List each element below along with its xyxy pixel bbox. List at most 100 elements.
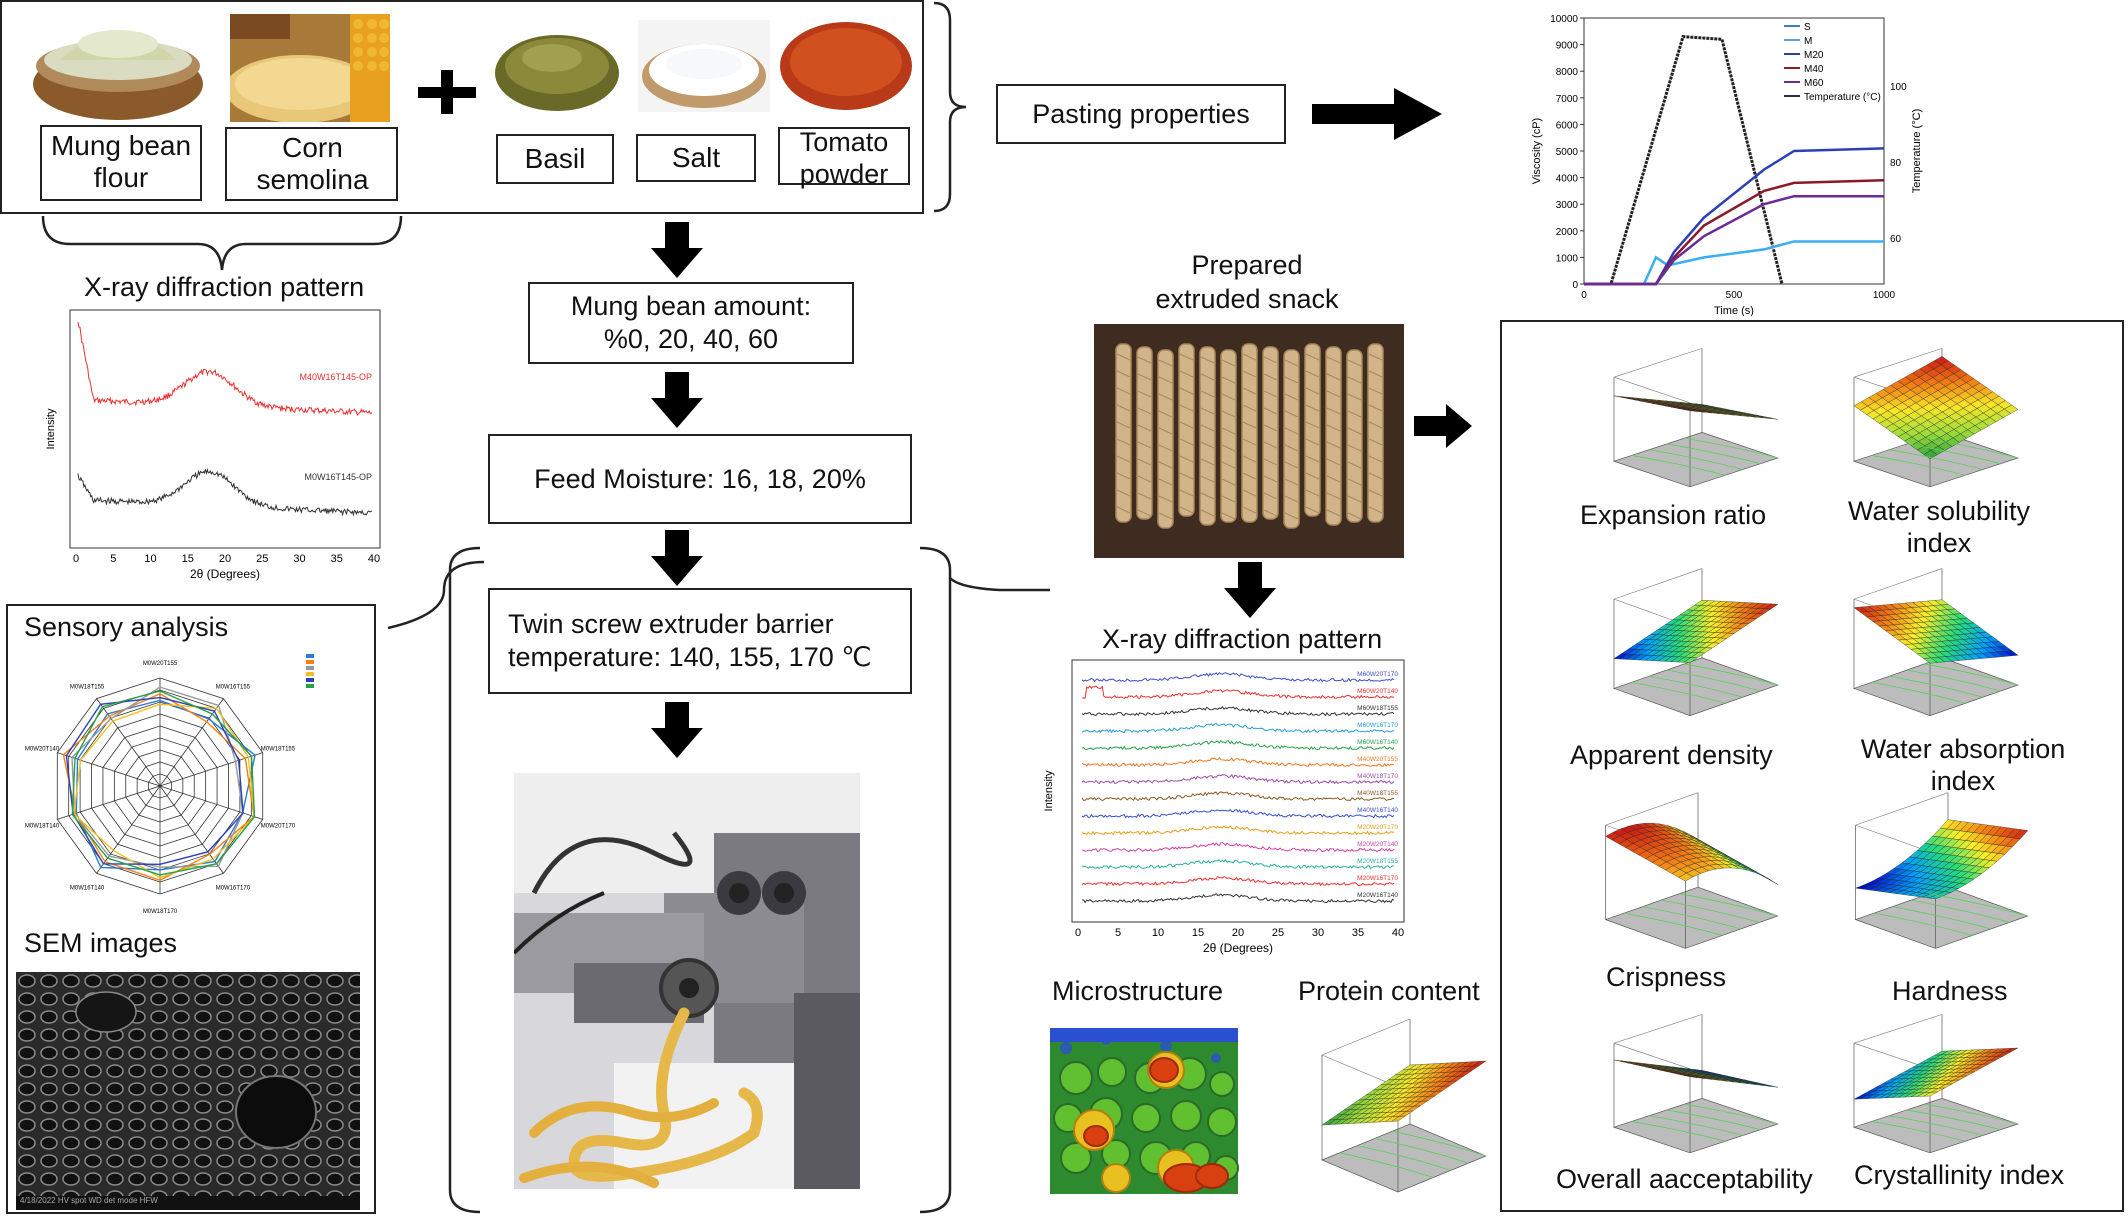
salt-label-box [636,134,756,182]
legend-entry: M [1804,36,1812,47]
prepared-snack-photo [1094,324,1404,558]
sensory-analysis-title: Sensory analysis [24,612,229,642]
snack-ridge [1263,390,1278,398]
snack-ridge [1116,387,1131,395]
y-axis-label: Intensity [1043,770,1055,811]
snack-ridge [1284,495,1299,503]
basil-label: Basil [524,143,586,174]
snack-ridge [1179,472,1194,480]
snack-ridge [1221,461,1236,469]
mung-bean-amount-line2: %0, 20, 40, 60 [603,324,779,354]
xrd-series [1081,774,1395,785]
water-solubility-index-title-line2: index [1906,528,1972,558]
series-label: M40W16T140 [1357,807,1398,814]
surface-contour [1631,455,1726,476]
radar-axis-label: M0W16T140 [70,885,105,891]
x-tick-label: 25 [1272,927,1284,939]
snack-ridge [1158,444,1173,452]
arrow-right-icon [1414,404,1472,448]
snack-ridge [1347,427,1362,435]
legend-entry: Temperature (°C) [1804,92,1881,103]
radar-axis-label: M0W16T155 [216,685,251,691]
surface-cell [1923,1091,1938,1097]
snack-ridge [1305,506,1320,514]
center-flow-brace [448,546,1050,1214]
x-tick-label: 15 [1192,927,1204,939]
snack-ridge [1158,393,1173,401]
surface-contour [1684,437,1779,459]
surface-contour [1910,899,2010,923]
salt-photo [638,20,770,112]
snack-ridge [1221,512,1236,520]
crispness-surface [1604,792,1779,949]
snack-ridge [1221,393,1236,401]
legend-entry: S [1804,22,1811,33]
snack-ridge [1221,478,1236,486]
surface-contour [1666,669,1761,692]
snack-ridge [1242,421,1257,429]
x-axis-label: 2θ (Degrees) [1203,941,1273,955]
snack-ridge [1137,509,1152,517]
y-tick-label: 4000 [1556,174,1579,185]
surface-contour [1666,443,1761,465]
overall-acceptability-surface [1612,1014,1780,1154]
radar-axis-label: M0W20T170 [261,823,296,829]
snack-ridge [1347,444,1362,452]
series-label: M20W20T140 [1357,841,1398,848]
snack-ridge [1347,512,1362,520]
series-label: M60W20T140 [1357,688,1398,695]
extruder-photo [514,773,860,1189]
surface-contour [1889,449,1983,470]
arrow-down-icon [651,530,703,586]
legend-swatch [306,654,314,658]
plot-frame [1071,659,1405,923]
snack-ridge [1221,359,1236,367]
radar-axis-label: M0W18T170 [143,909,178,915]
legend-swatch [306,672,314,676]
snack-ridge [1242,370,1257,378]
y-tick-label: 0 [1572,280,1578,291]
sem-footer-text: 4/18/2022 HV spot WD det mode HFW [20,1196,158,1205]
snack-stick [1220,349,1237,523]
x-tick-label: 35 [1352,927,1364,939]
surface-contour [1631,1121,1726,1142]
radar-axis-label: M0W18T140 [25,823,60,829]
surface-box-edge [1613,348,1703,378]
legend-entry: M40 [1804,64,1824,75]
y-tick-label: 9000 [1556,41,1579,52]
snack-ridge [1284,444,1299,452]
snack-ridge [1137,492,1152,500]
snack-ridge [1326,458,1341,466]
viscosity-series [1584,240,1884,286]
x-tick-label: 25 [256,553,268,565]
series-label: M60W16T140 [1357,739,1398,746]
legend-swatch [306,666,314,670]
snack-ridge [1284,393,1299,401]
hardness-surface [1854,792,2029,949]
surface-contour [1374,1138,1469,1164]
surface-contour [1906,1109,2001,1131]
x-tick-label: 0 [1075,927,1081,939]
y-axis-label: Intensity [45,408,57,449]
snack-ridge [1116,506,1131,514]
snack-ridge [1263,458,1278,466]
y-tick-label: 1000 [1556,253,1579,264]
basil-label-box [496,134,614,184]
snack-ridge [1137,458,1152,466]
snack-ridge [1347,495,1362,503]
snack-ridge [1263,492,1278,500]
surface-cell [1678,872,1694,882]
snack-ridge [1305,455,1320,463]
x-tick-label: 0 [73,553,79,565]
snack-ridge [1137,441,1152,449]
x-tick-label: 5 [1115,927,1121,939]
crystallinity-index-title: Crystallinity index [1854,1160,2065,1190]
y-tick-label: 7000 [1556,94,1579,105]
series-label: M40W18T155 [1357,790,1398,797]
snack-ridge [1242,387,1257,395]
snack-ridge [1158,461,1173,469]
snack-ridge [1200,356,1215,364]
snack-ridge [1305,387,1320,395]
